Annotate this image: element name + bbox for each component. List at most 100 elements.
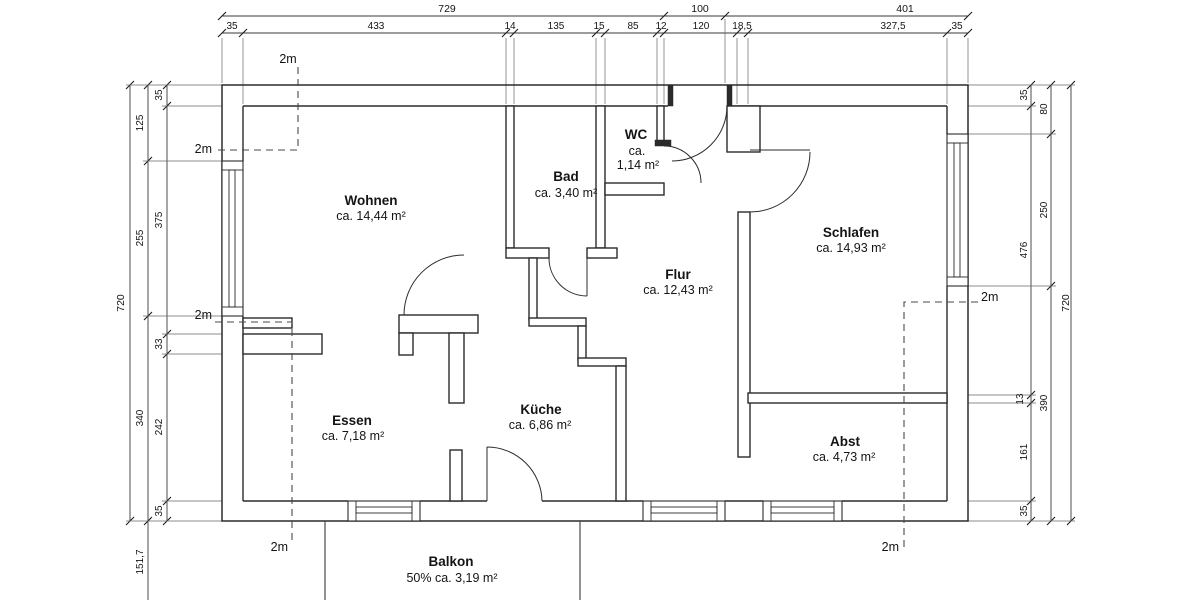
- dim-label: 33: [154, 338, 165, 350]
- height-line-right: [903, 301, 978, 547]
- room-name-wc: WC: [625, 127, 648, 142]
- left-dimension-chain: 720 125 255 340 151,7 35 375 33 242 35: [115, 80, 222, 600]
- room-area-abst: ca. 4,73 m²: [813, 450, 876, 464]
- wall-bar-wohnen-flur: [398, 314, 479, 334]
- dim-label: 151,7: [135, 549, 146, 574]
- dim-label: 250: [1039, 201, 1050, 218]
- height-label: 2m: [279, 52, 296, 66]
- room-name-essen: Essen: [332, 413, 372, 428]
- dim-label: 35: [1019, 505, 1030, 517]
- wall-wc-south: [604, 182, 665, 196]
- room-name-abst: Abst: [830, 434, 861, 449]
- extension-lines-top: [221, 19, 969, 104]
- dim-label: 35: [951, 21, 963, 32]
- window-flur-south: [642, 500, 726, 522]
- height-label: 2m: [195, 142, 212, 156]
- wall-bad-wc: [595, 105, 606, 249]
- dim-label: 340: [135, 409, 146, 426]
- dimension-line: [1030, 85, 1072, 521]
- dim-label: 476: [1019, 241, 1030, 258]
- wc-door-swing: [663, 145, 702, 184]
- dim-label: 120: [693, 21, 710, 32]
- dimension-ticks: [125, 80, 172, 526]
- height-label: 2m: [195, 308, 212, 322]
- dim-label: 14: [504, 21, 516, 32]
- entrance-jamb-right: [726, 84, 733, 107]
- dimension-line: [222, 15, 968, 34]
- wall-kueche-flur: [615, 365, 627, 502]
- dim-label: 720: [1060, 294, 1072, 312]
- entrance-door-swing: [671, 105, 728, 162]
- wall-kueche-west: [528, 257, 538, 321]
- dim-label: 12: [655, 21, 667, 32]
- room-area-schlafen: ca. 14,93 m²: [816, 241, 885, 255]
- dim-label: 375: [154, 211, 165, 228]
- dim-label: 161: [1019, 443, 1030, 460]
- room-name-flur: Flur: [665, 267, 691, 282]
- dim-label: 35: [1019, 89, 1030, 101]
- wall-kueche-north-b: [577, 325, 587, 361]
- dim-label: 85: [627, 21, 639, 32]
- dim-label: 242: [154, 418, 165, 435]
- balkon-door-swing: [486, 446, 543, 502]
- wall-wc-east: [656, 105, 665, 143]
- wall-bad-south-left: [505, 247, 550, 259]
- dim-label: 35: [154, 89, 165, 101]
- wall-schlafen-abst: [747, 392, 948, 404]
- door-jamb: [654, 139, 672, 147]
- extension-lines-left: [126, 84, 222, 522]
- wall-kueche-north-a: [528, 317, 587, 327]
- room-area-wc-2: 1,14 m²: [617, 158, 659, 172]
- wall-stub-essen-kueche: [448, 332, 465, 404]
- dimension-line: [129, 85, 168, 600]
- doors: [403, 105, 811, 502]
- height-line-topleft: [215, 67, 299, 151]
- dim-label: 327,5: [880, 21, 905, 32]
- dim-label: 13: [1015, 393, 1026, 405]
- window-wohnen-west: [221, 160, 244, 317]
- dim-label: 18,5: [732, 21, 752, 32]
- height-lines: 2m 2m 2m 2m 2m 2m: [195, 52, 999, 554]
- window-schlafen-east: [946, 133, 969, 287]
- room-name-bad: Bad: [553, 169, 579, 184]
- windows: [221, 133, 969, 522]
- wall-pier-entrance: [726, 105, 761, 153]
- dim-label: 100: [691, 3, 709, 15]
- wall-stub-kueche-south: [449, 449, 463, 502]
- wall-bad-south-right: [586, 247, 618, 259]
- dim-label: 401: [896, 3, 914, 15]
- wall-wohnen-essen: [242, 333, 323, 355]
- room-area-wohnen: ca. 14,44 m²: [336, 209, 405, 223]
- room-area-bad: ca. 3,40 m²: [535, 186, 598, 200]
- room-area-kueche: ca. 6,86 m²: [509, 418, 572, 432]
- entrance-jamb-left: [667, 84, 674, 107]
- dim-label: 15: [593, 21, 605, 32]
- room-area-flur: ca. 12,43 m²: [643, 283, 712, 297]
- dim-label: 729: [438, 3, 456, 15]
- height-label: 2m: [882, 540, 899, 554]
- extension-lines-right: [968, 84, 1075, 522]
- room-name-wohnen: Wohnen: [345, 193, 398, 208]
- dimension-ticks: [217, 11, 973, 38]
- right-dimension-chain: 35 476 13 161 35 80 250 390 720: [968, 80, 1076, 526]
- dim-label: 433: [368, 21, 385, 32]
- balcony-side-lines: [324, 521, 581, 600]
- height-line-left: [215, 321, 293, 545]
- room-area-balkon: 50% ca. 3,19 m²: [406, 571, 497, 585]
- room-area-wc-1: ca.: [629, 144, 646, 158]
- height-label: 2m: [981, 290, 998, 304]
- room-name-schlafen: Schlafen: [823, 225, 879, 240]
- balcony-outline: [324, 521, 581, 600]
- dim-label: 255: [135, 229, 146, 246]
- room-labels: Wohnen ca. 14,44 m² Bad ca. 3,40 m² WC c…: [322, 127, 886, 585]
- wall-stub-essen-a: [398, 332, 414, 356]
- top-dimension-chain: 729 100 401 35 433 14 135 15 85 12 120 1…: [217, 3, 973, 104]
- room-name-kueche: Küche: [520, 402, 562, 417]
- height-label: 2m: [271, 540, 288, 554]
- dim-label: 135: [548, 21, 565, 32]
- dim-label: 720: [115, 294, 127, 312]
- wall-window-parapet: [242, 317, 293, 329]
- dim-label: 35: [154, 505, 165, 517]
